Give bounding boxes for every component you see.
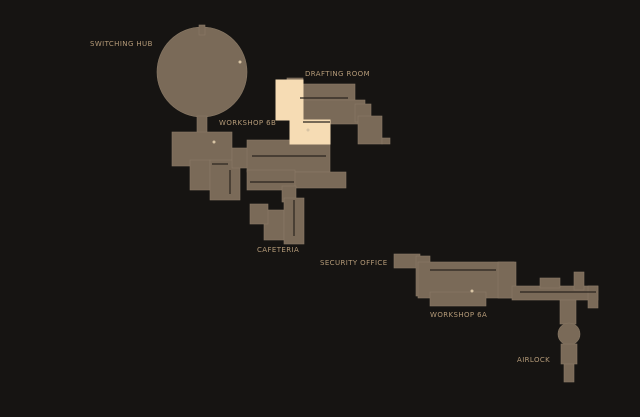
room-switching-hub[interactable] xyxy=(156,26,248,118)
label-cafeteria: CAFETERIA xyxy=(257,246,300,254)
east-block-3 xyxy=(587,285,599,309)
airlock-base-2 xyxy=(563,363,575,383)
label-switching-hub: SWITCHING HUB xyxy=(90,40,153,48)
marker-dot xyxy=(470,289,474,293)
marker-dot xyxy=(238,60,242,64)
room-airlock[interactable] xyxy=(557,322,581,346)
drafting-room-highlight[interactable] xyxy=(275,79,304,121)
central-east xyxy=(289,171,347,189)
workshop-6a-south xyxy=(429,291,487,307)
marker-dot xyxy=(306,128,310,132)
label-workshop-6a: WORKSHOP 6A xyxy=(430,311,488,319)
drafting-east-nub xyxy=(381,137,391,145)
marker-dot xyxy=(212,140,216,144)
label-workshop-6b: WORKSHOP 6B xyxy=(219,119,277,127)
label-security-office: SECURITY OFFICE xyxy=(320,259,388,267)
central-south xyxy=(246,169,296,191)
workshop-6a-east xyxy=(497,261,517,299)
east-block-2 xyxy=(573,271,585,291)
label-drafting-room: DRAFTING ROOM xyxy=(305,70,371,78)
airlock-base-1 xyxy=(560,343,578,365)
hub-antenna xyxy=(198,24,206,36)
airlock-shaft xyxy=(559,299,577,325)
hub-corridor xyxy=(196,115,208,135)
drafting-east xyxy=(357,115,383,145)
east-block-1 xyxy=(539,277,561,289)
label-airlock: AIRLOCK xyxy=(517,356,551,364)
cafeteria-west xyxy=(249,203,269,225)
corridor-west-1 xyxy=(189,159,211,191)
drafting-room-highlight-lower xyxy=(289,119,331,145)
